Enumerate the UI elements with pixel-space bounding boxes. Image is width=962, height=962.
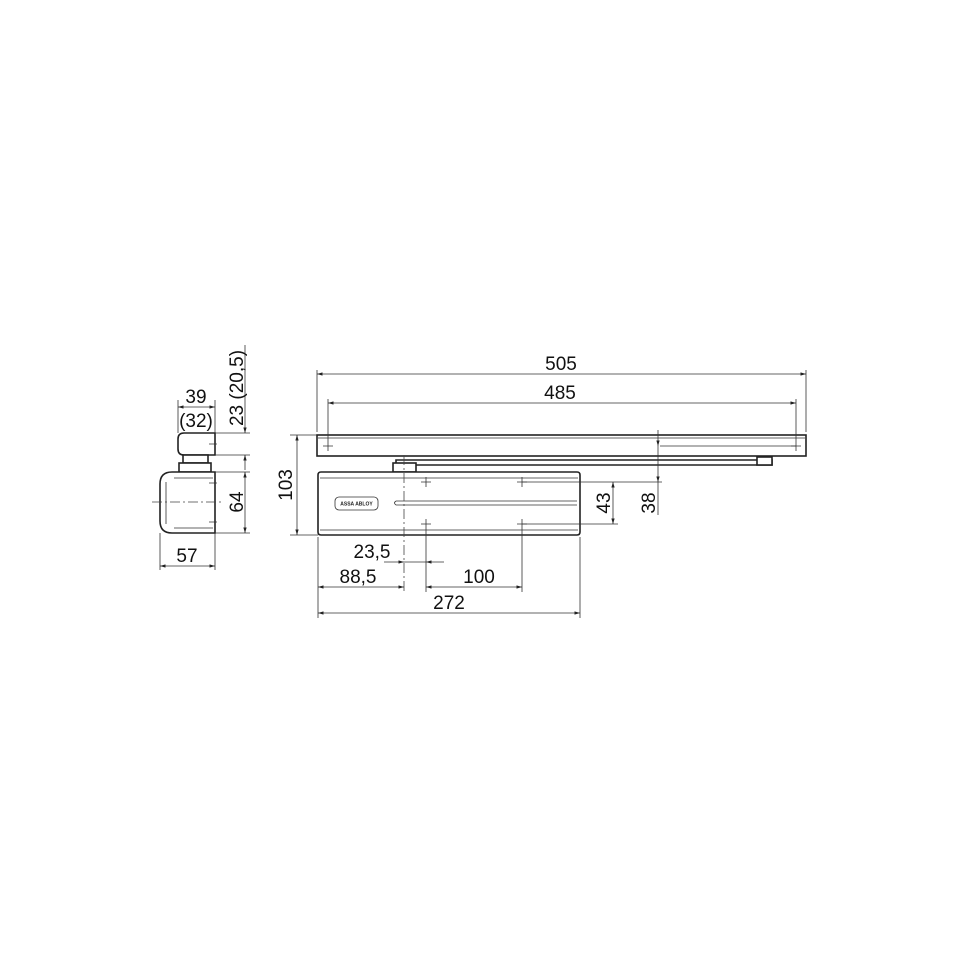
side-body: [159, 471, 216, 534]
logo-badge: ASSA ABLOY: [334, 496, 379, 511]
dim-rail-to-hole: 38: [639, 492, 660, 513]
front-view: ASSA ABLOY 505 485 103 43 38 23,5 88,5: [276, 354, 807, 618]
dim-height-body: 64: [227, 491, 248, 513]
dim-axis-to-hole: 23,5: [354, 542, 391, 563]
closer-body: [317, 471, 581, 536]
dim-width-top-alt: (32): [179, 411, 213, 432]
side-pin: [178, 462, 212, 473]
dim-hole-horizontal-spacing: 100: [463, 567, 495, 588]
logo-text: ASSA ABLOY: [340, 502, 373, 508]
side-view: 39 (32) 23 (20,5) 64 57: [152, 345, 250, 570]
dim-hole-vertical-spacing: 43: [594, 492, 615, 513]
dim-width-top: 39: [185, 387, 206, 408]
dim-total-height: 103: [276, 469, 297, 501]
dim-rail-hole-spacing: 485: [544, 383, 576, 404]
dim-width-body: 57: [176, 546, 197, 567]
slider: [756, 456, 773, 466]
dim-rail-length: 505: [545, 354, 577, 375]
dim-body-length: 272: [433, 593, 465, 614]
pinion-cap: [392, 462, 417, 473]
side-stem: [182, 454, 209, 464]
guide-rail: [316, 434, 807, 457]
dim-height-bracket: 23 (20,5): [227, 350, 248, 426]
dim-edge-to-axis: 88,5: [340, 567, 377, 588]
arm: [395, 459, 773, 466]
